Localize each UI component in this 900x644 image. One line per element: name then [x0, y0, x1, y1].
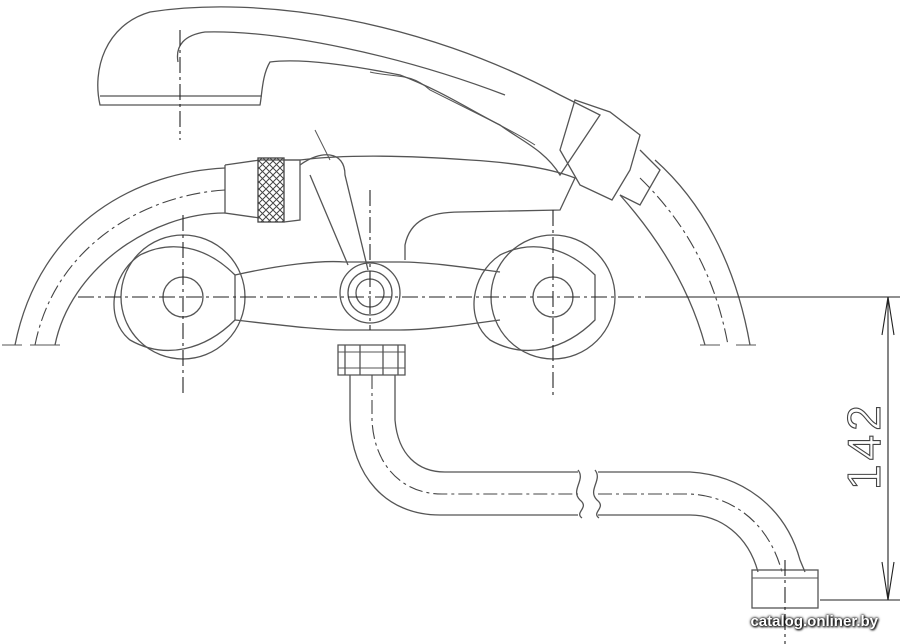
dimension-label: 142 — [838, 401, 890, 490]
shower-handset — [97, 6, 601, 177]
lower-spout — [349, 375, 806, 573]
watermark: catalog.onliner.by — [750, 613, 878, 630]
mixer-body — [224, 129, 576, 271]
cross-body — [234, 260, 501, 331]
center-lines — [78, 30, 786, 644]
left-spout-arm — [2, 167, 226, 346]
height-dimension: 142 — [660, 296, 900, 601]
shower-hose — [619, 159, 756, 346]
spout-nut — [337, 344, 406, 376]
